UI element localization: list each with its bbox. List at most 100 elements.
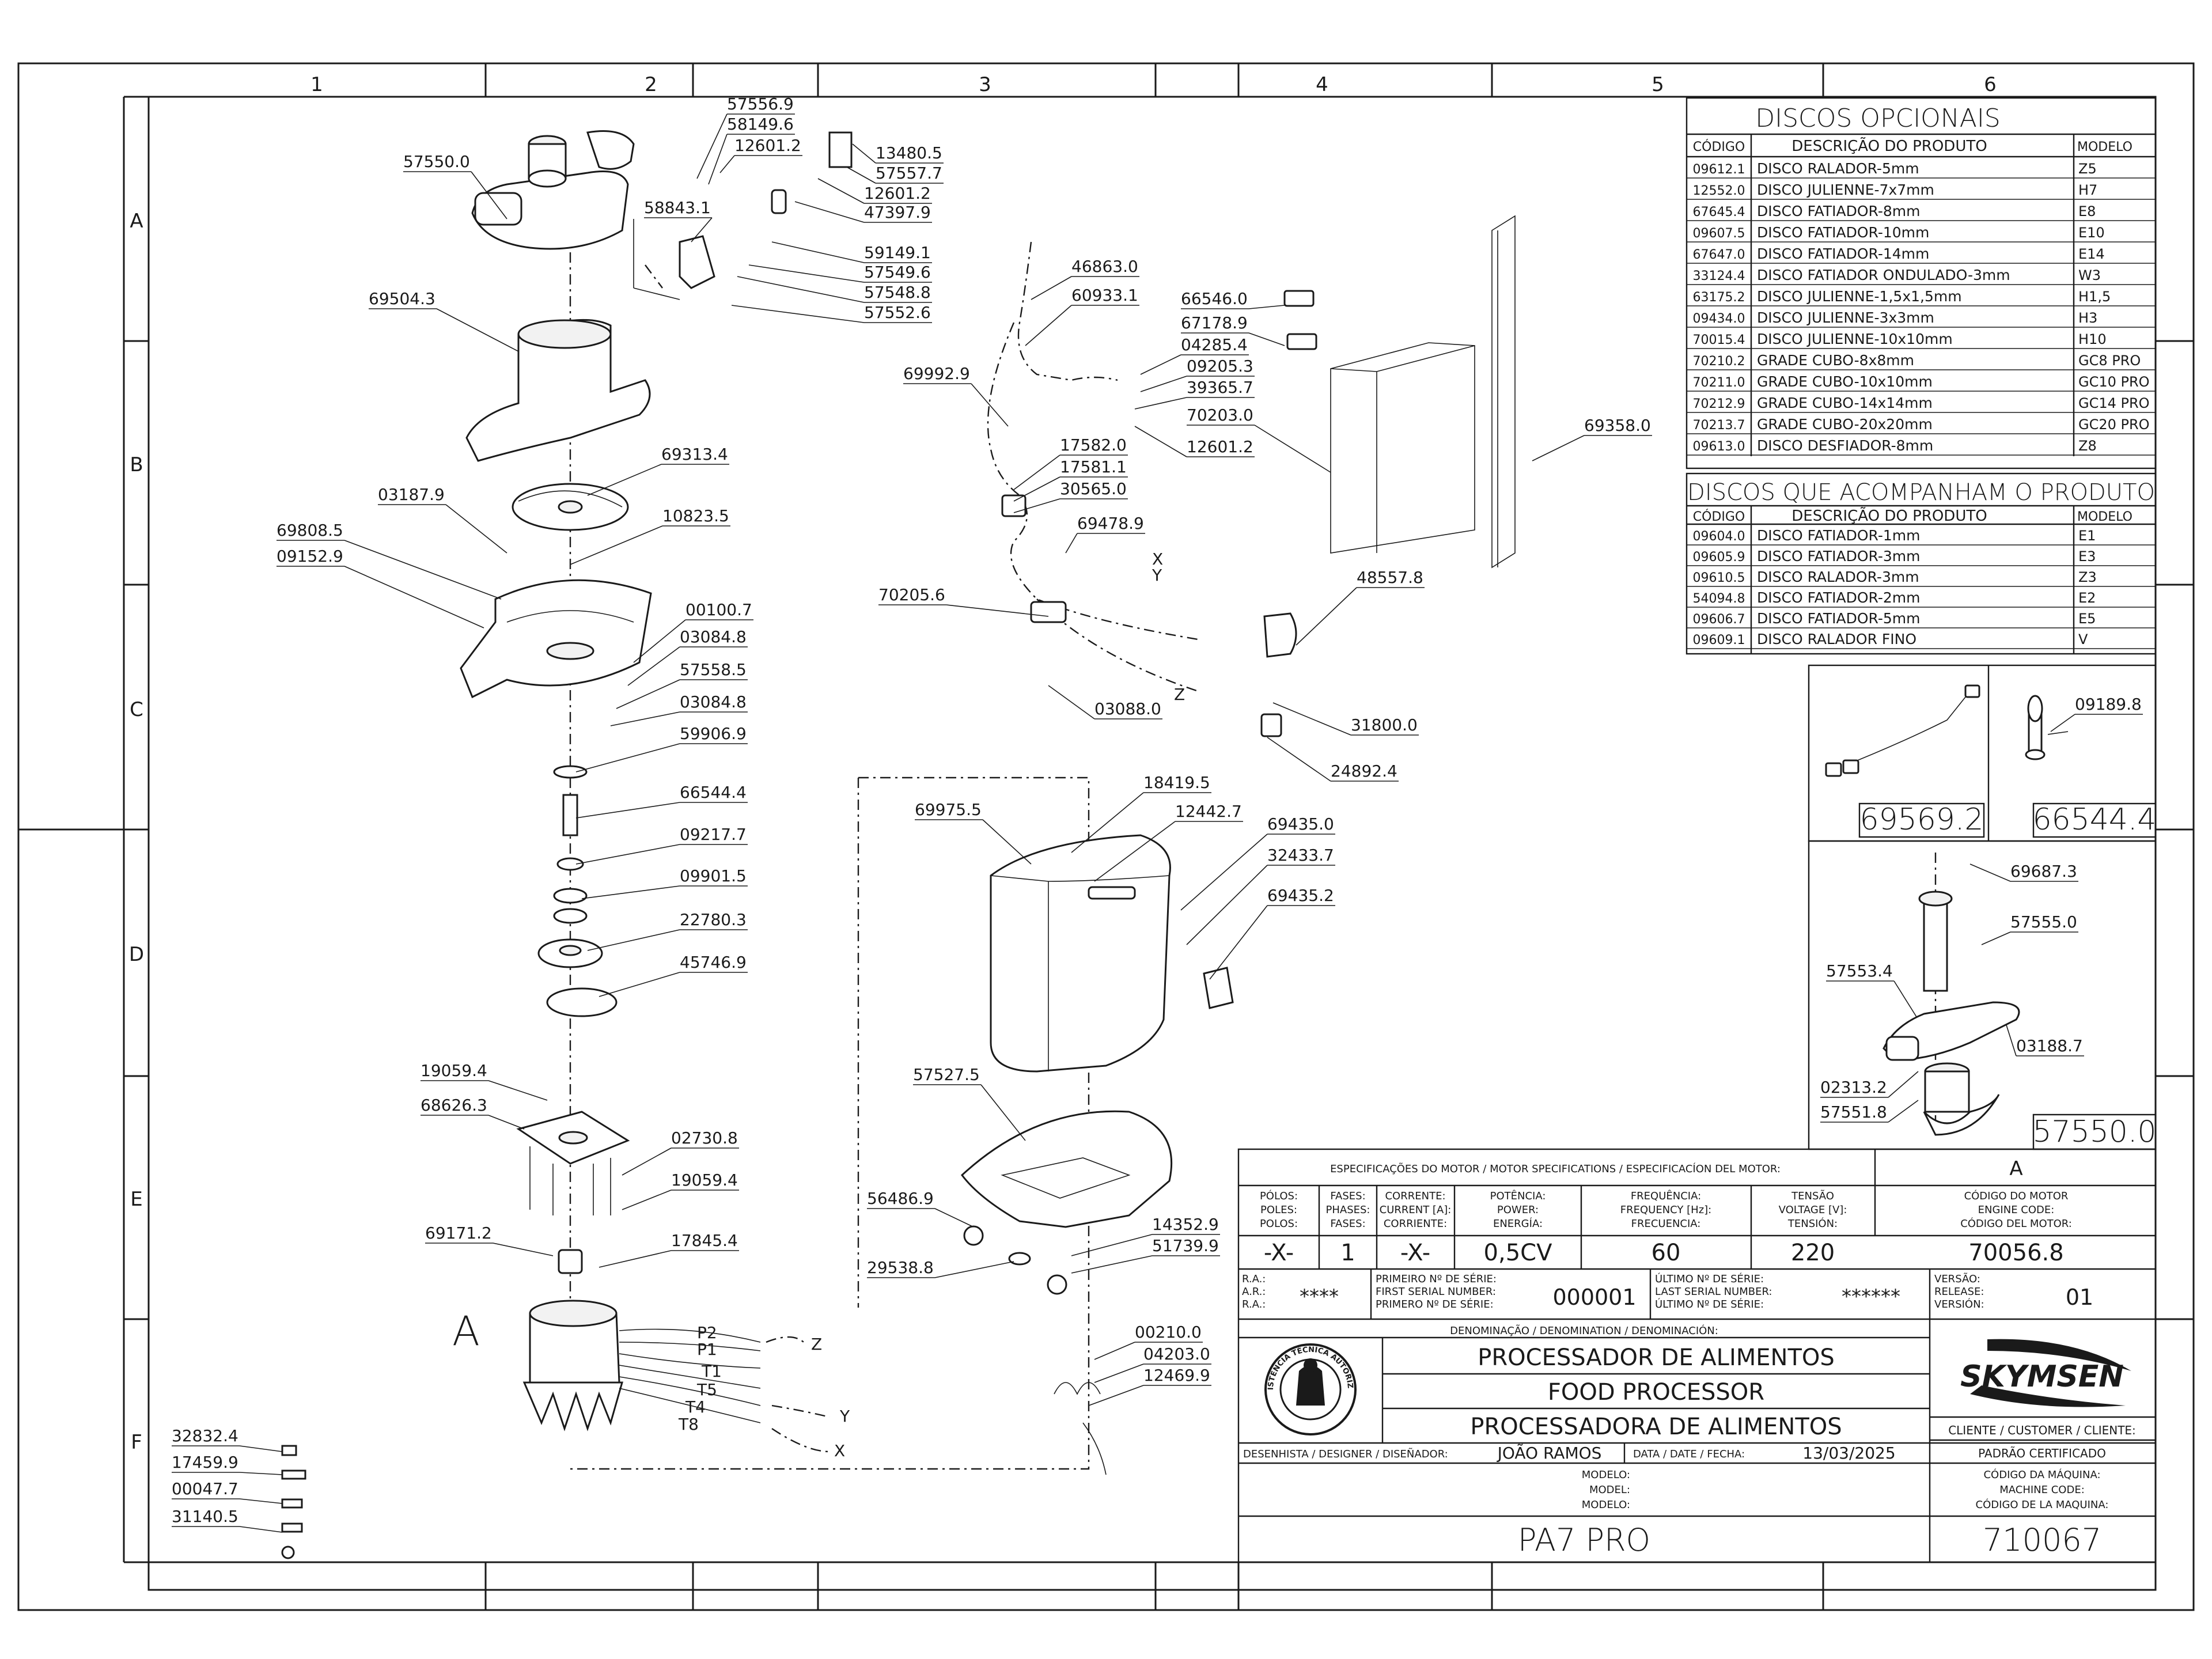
disc-description: DISCO DESFIADOR-8mm [1757,437,1933,454]
grid-row-a: A [130,210,143,233]
part-callout: 46863.0 [1031,257,1139,300]
motor-spec-value: 0,5CV [1484,1240,1553,1266]
callout-leader-line [1186,865,1268,945]
callout-leader-line [1248,332,1285,346]
part-number-label: 57558.5 [680,660,747,679]
callout-leader-line [1071,1255,1153,1274]
grid-row-d: D [129,943,144,966]
callout-leader-line [2050,714,2075,732]
disc-model: E8 [2078,203,2096,219]
part-number-label: 12442.7 [1175,802,1242,821]
disc-model: GC10 PRO [2078,374,2150,390]
part-number-label: 56486.9 [867,1189,934,1208]
motor-spec-column-label: CÓDIGO DO MOTOR [1964,1190,2069,1202]
disc-model: GC8 PRO [2078,353,2141,369]
part-callout: 57557.7 [846,164,944,184]
product-name-pt: PROCESSADOR DE ALIMENTOS [1478,1344,1835,1371]
part-callout: 57548.8 [737,276,932,303]
callout-leader-line [708,134,728,185]
part-number-label: 31140.5 [172,1507,238,1526]
part-callout: 45746.9 [599,953,748,997]
part-number-label: 57527.5 [913,1065,980,1084]
motor-spec-column-label: FASES: [1330,1190,1365,1202]
packaging-box [1330,342,1475,554]
callout-leader-line [1048,685,1095,719]
callout-leader-line [1071,792,1144,853]
ra-label: R.A.: [1242,1298,1266,1310]
part-number-label: 69992.9 [903,364,970,383]
callout-leader-line [436,308,519,352]
callout-leader-line [934,1208,974,1228]
part-number-label: 17581.1 [1060,457,1127,476]
callout-leader-line [771,241,865,263]
disc-code: 67645.4 [1693,205,1745,219]
wire-label-t8: T8 [678,1415,699,1434]
grid-row-b: B [130,453,143,476]
callout-leader-line [1180,834,1268,911]
wire-label-x-motor: X [834,1441,845,1460]
motor-spec-column-label: ENGINE CODE: [1978,1204,2055,1216]
motor-spec-column-label: CORRIENTE: [1384,1218,1447,1230]
part-callout: 03088.0 [1048,685,1162,719]
disc-model: H10 [2078,331,2107,347]
motor-spec-column-label: CURRENT [A]: [1380,1204,1452,1216]
disc-model: GC14 PRO [2078,395,2150,411]
disc-model: H7 [2078,182,2097,198]
wire-label-y-motor: Y [839,1407,850,1426]
part-callout: 69687.3 [1969,862,2078,882]
optional-header-desc: DESCRIÇÃO DO PRODUTO [1791,137,1987,155]
disc-model: E10 [2078,225,2105,241]
callout-leader-line [719,155,735,173]
disc-description: DISCO FATIADOR-8mm [1757,203,1920,219]
grid-row-e: E [130,1188,142,1211]
part-callout: 03188.7 [2004,1019,2084,1056]
callout-leader-line [2004,1019,2017,1056]
product-name-en: FOOD PROCESSOR [1548,1379,1764,1406]
callout-leader-line [488,1080,548,1101]
callout-leader-line [575,802,680,819]
callout-leader-line [1888,1100,1919,1123]
part-number-label: 58149.6 [727,115,794,134]
part-callout: 29538.8 [867,1258,1014,1278]
part-callout: 09217.7 [575,825,748,865]
grid-row-labels: A B C D E F [129,210,144,1454]
disc-description: DISCO FATIADOR ONDULADO-3mm [1757,267,2010,283]
callout-leader-line [748,264,865,283]
grid-col-2: 2 [645,73,657,96]
callout-leader-line [1969,863,2011,882]
motor-spec-column-label: PÓLOS: [1260,1190,1298,1202]
callout-leader-line [1893,980,1919,1020]
part-number-label: 69435.0 [1267,815,1334,834]
wire-label-t5: T5 [696,1380,717,1399]
disc-model: E2 [2078,590,2096,606]
callout-leader-line [1140,376,1187,392]
disc-description: DISCO FATIADOR-14mm [1757,245,1929,262]
part-callout: 17459.9 [172,1453,283,1475]
motor-spec-column-label: FASES: [1330,1218,1365,1230]
callout-leader-line [1140,354,1181,375]
part-callout: 59149.1 [771,241,932,263]
wire-label-p2: P2 [697,1323,717,1342]
part-callout: 60933.1 [1025,286,1139,346]
motor-spec-value: 60 [1652,1240,1681,1266]
disc-description: DISCO RALADOR-3mm [1757,569,1919,585]
disc-model: V [2078,631,2088,647]
callout-leader-line [633,619,686,663]
part-callout: 58149.6 [708,115,795,185]
part-callout: 24892.4 [1267,737,1399,782]
callout-leader-line [817,178,865,204]
disc-description: GRADE CUBO-20x20mm [1757,416,1933,433]
last-serial-label: ÚLTIMO Nº DE SÉRIE: [1655,1272,1764,1285]
part-number-label: 57548.8 [864,283,931,302]
part-number-label: 13480.5 [876,143,942,162]
part-callout: 09205.3 [1140,357,1255,392]
part-number-label: 12469.9 [1143,1366,1210,1385]
callout-leader-line [691,217,713,243]
callout-leader-line [1025,305,1072,346]
